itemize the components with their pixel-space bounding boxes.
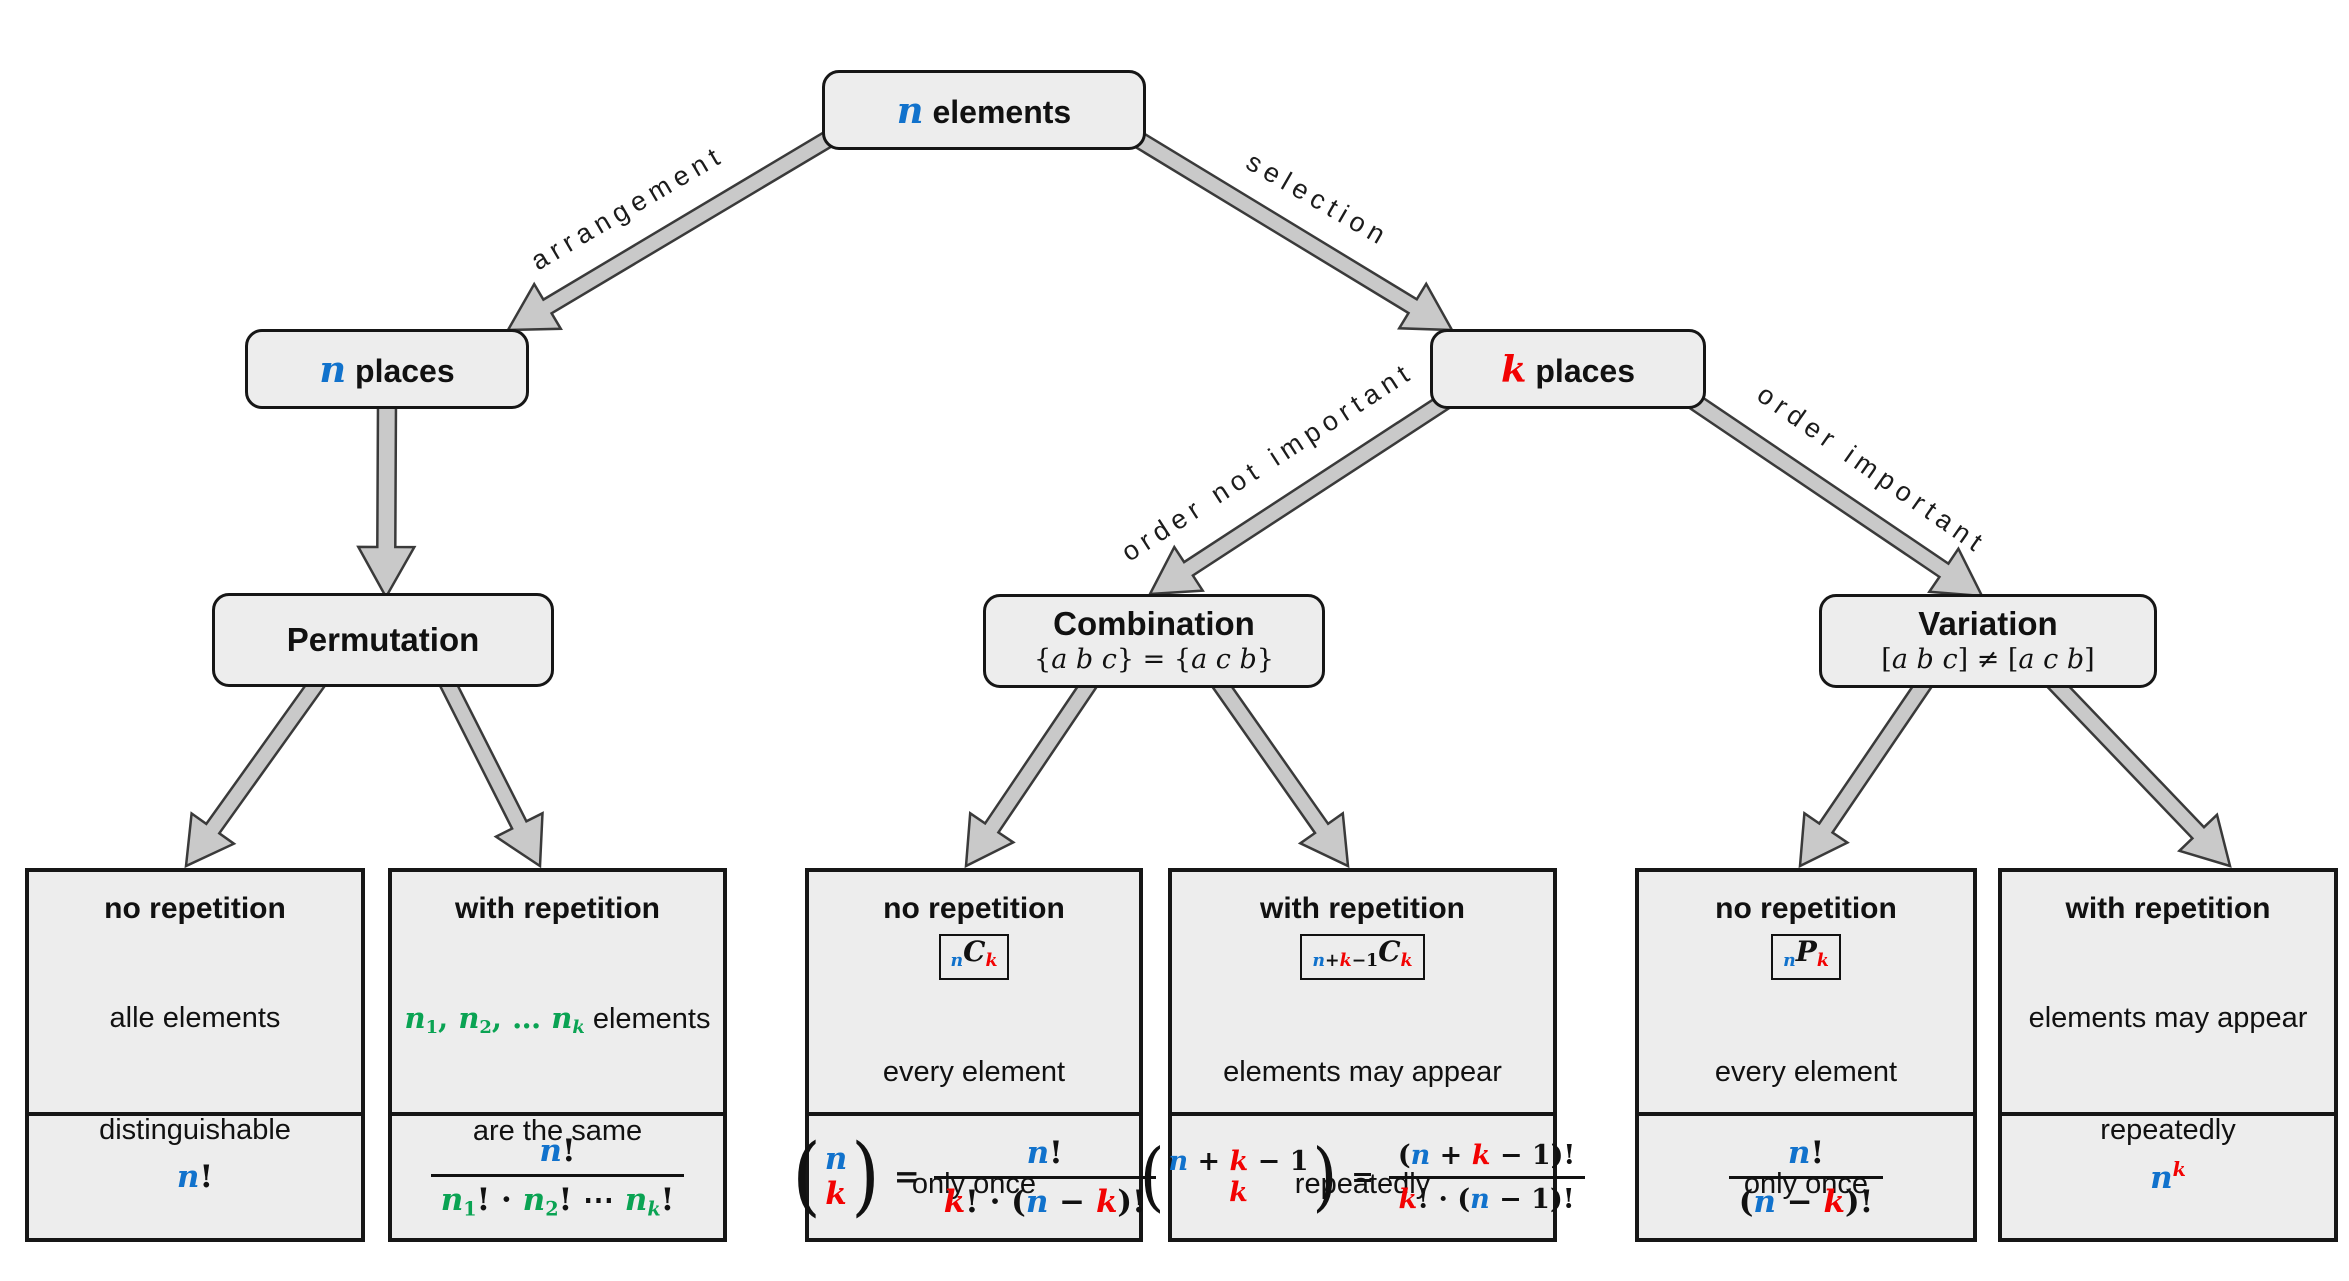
node-n-places: n places xyxy=(245,329,529,409)
block-arrow xyxy=(184,669,331,869)
block-arrow xyxy=(2042,670,2232,868)
leaf-upper: no repetition alle elements distinguisha… xyxy=(29,872,361,1146)
n-places-title: n places xyxy=(319,347,455,391)
leaf-description: elements may appear repeatedly xyxy=(2028,1002,2308,1146)
leaf-combination-with-repetition: with repetition n+k−1Ck elements may app… xyxy=(1140,868,1585,1242)
node-permutation: Permutation xyxy=(212,593,554,687)
node-combination: Combination {a b c} = {a c b} xyxy=(983,594,1325,688)
leaf-permutation-with-repetition: with repetition n1, n2, … nk elements ar… xyxy=(388,868,727,1242)
combination-title: Combination xyxy=(1053,604,1255,642)
block-arrow xyxy=(1798,671,1937,869)
binomial: ( n + k − 1 k ) xyxy=(1139,1132,1338,1220)
leaf-header: no repetition xyxy=(883,892,1065,925)
leaf-upper: with repetition n1, n2, … nk elements ar… xyxy=(392,872,723,1147)
leaf-description: n1, n2, … nk elements are the same xyxy=(404,1001,711,1148)
leaf-header: no repetition xyxy=(1715,892,1897,925)
leaf-description: elements may appear repeatedly xyxy=(1223,1056,1502,1200)
leaf-upper: with repetition elements may appear repe… xyxy=(2002,872,2334,1146)
nPk-symbol: nPk xyxy=(1771,934,1841,981)
permutation-title: Permutation xyxy=(286,620,480,658)
block-arrow xyxy=(964,671,1102,869)
leaf-variation-no-repetition: no repetition nPk every element only onc… xyxy=(1635,868,1977,1242)
block-arrow xyxy=(505,129,836,332)
leaf-header: no repetition xyxy=(104,892,286,925)
block-arrow xyxy=(1130,129,1455,332)
leaf-upper: with repetition n+k−1Ck elements may app… xyxy=(1172,872,1553,1200)
leaf-header: with repetition xyxy=(455,892,660,925)
leaf-upper: no repetition nCk every element only onc… xyxy=(809,872,1139,1200)
leaf-combination-no-repetition: no repetition nCk every element only onc… xyxy=(792,868,1156,1242)
variation-subtitle: [a b c] ≠ [a c b] xyxy=(1881,644,2095,676)
leaf-upper: no repetition nPk every element only onc… xyxy=(1639,872,1973,1200)
leaf-header: with repetition xyxy=(2065,892,2271,925)
nCk-symbol: nCk xyxy=(938,934,1010,981)
leaf-description: alle elements distinguishable xyxy=(99,1002,291,1146)
block-arrow xyxy=(356,398,417,600)
block-arrow xyxy=(1207,671,1350,869)
node-k-places: k places xyxy=(1430,329,1706,409)
block-arrow xyxy=(1147,391,1454,596)
binomial: ( n k ) xyxy=(792,1125,880,1227)
n-elements-title: n elements xyxy=(896,88,1072,132)
leaf-header: with repetition xyxy=(1260,892,1465,925)
leaf-description: every element only once xyxy=(1714,1056,1898,1200)
combination-subtitle: {a b c} = {a c b} xyxy=(1034,644,1274,676)
block-arrow xyxy=(435,670,544,869)
leaf-formula: ( n k ) = n! k! · (n − k)! xyxy=(792,1116,1156,1238)
block-arrow xyxy=(1685,391,1985,598)
leaf-formula: nk xyxy=(2150,1158,2186,1196)
node-variation: Variation [a b c] ≠ [a c b] xyxy=(1819,594,2157,688)
variation-title: Variation xyxy=(1918,604,2058,642)
leaf-formula: n! xyxy=(176,1159,214,1195)
k-places-title: k places xyxy=(1500,347,1635,391)
leaf-variation-with-repetition: with repetition elements may appear repe… xyxy=(1998,868,2338,1242)
leaf-formula: ( n + k − 1 k ) = (n + k − 1)! k! · (n −… xyxy=(1140,1116,1585,1238)
leaf-description: every element only once xyxy=(882,1056,1066,1200)
leaf-formula: n! n1! · n2! ⋯ nk! xyxy=(392,1116,723,1238)
leaf-formula: n! (n − k)! xyxy=(1639,1116,1973,1238)
leaf-permutation-no-repetition: no repetition alle elements distinguisha… xyxy=(25,868,365,1242)
node-n-elements: n elements xyxy=(822,70,1146,150)
n-plus-k-minus-1-Ck-symbol: n+k−1Ck xyxy=(1300,934,1425,981)
